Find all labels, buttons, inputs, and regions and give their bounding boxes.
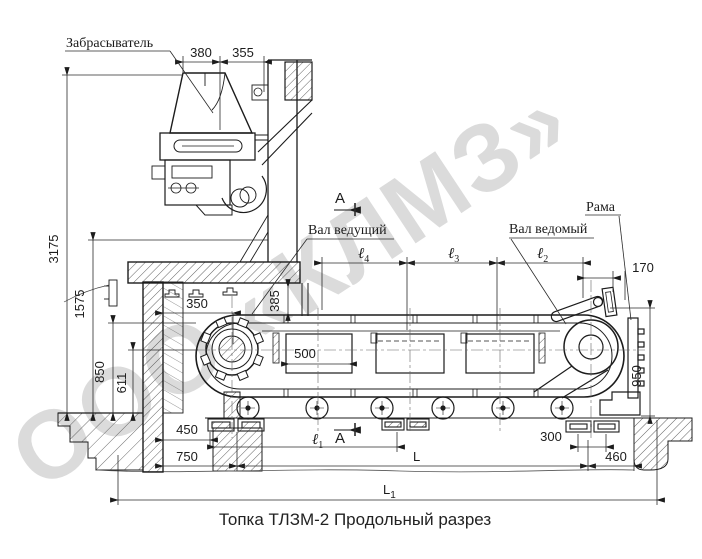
dim-3175: 3175 xyxy=(46,235,61,264)
annotation-texts: Забрасыватель Вал ведущий Вал ведомый Ра… xyxy=(46,36,654,529)
tension-lever xyxy=(550,286,618,323)
dim-500: 500 xyxy=(294,346,316,361)
dim-355: 355 xyxy=(232,45,254,60)
rear-base-foot xyxy=(599,391,641,416)
dim-l3: ℓ3 xyxy=(448,246,459,265)
dim-750: 750 xyxy=(176,449,198,464)
dimension-lines xyxy=(62,50,665,505)
sprocket-teeth xyxy=(199,316,265,382)
motor-circle xyxy=(230,188,250,208)
section-mark-bottom: А xyxy=(335,430,345,447)
dim-450: 450 xyxy=(176,422,198,437)
rear-end-plate xyxy=(599,317,645,416)
centerlines xyxy=(198,280,645,438)
dim-l1: ℓ1 xyxy=(312,432,323,451)
dim-1575: 1575 xyxy=(72,290,87,319)
dim-385: 385 xyxy=(267,290,282,312)
dim-460: 460 xyxy=(605,449,627,464)
foundation-pier xyxy=(212,427,263,472)
dim-170: 170 xyxy=(632,260,654,275)
dim-380: 380 xyxy=(190,45,212,60)
dim-L1: L1 xyxy=(383,482,396,501)
dim-350: 350 xyxy=(186,296,208,311)
dim-850: 850 xyxy=(92,361,107,383)
dim-l4: ℓ4 xyxy=(358,246,369,265)
chain-grate-conveyor xyxy=(195,286,645,433)
takeup-arm xyxy=(533,365,609,399)
mounting-pads xyxy=(207,418,620,433)
label-frame: Рама xyxy=(586,200,616,215)
front-wall-column xyxy=(239,59,313,316)
label-driven-shaft: Вал ведомый xyxy=(509,222,588,237)
chain-loop-inner xyxy=(205,322,613,390)
dim-l2: ℓ2 xyxy=(537,246,548,265)
dim-300: 300 xyxy=(540,429,562,444)
ground-line xyxy=(95,469,635,473)
drawing-caption: Топка ТЛЗМ-2 Продольный разрез xyxy=(219,510,492,529)
label-drive-shaft: Вал ведущий xyxy=(308,223,387,238)
roof-slab xyxy=(127,261,301,284)
furnace-masonry xyxy=(63,261,301,473)
section-mark-top: А xyxy=(335,190,345,207)
dim-L: L xyxy=(413,449,420,464)
front-chute xyxy=(257,99,313,166)
dim-950: 950 xyxy=(629,365,644,387)
fan-housing xyxy=(221,175,267,214)
gusset xyxy=(239,214,269,263)
spreader-assembly xyxy=(151,72,268,216)
left-wall-lining xyxy=(162,281,184,414)
dim-611: 611 xyxy=(114,373,129,394)
brick-cap xyxy=(284,61,313,101)
left-brick-wall xyxy=(142,281,164,473)
chain-loop-outer xyxy=(195,314,625,398)
label-spreader: Забрасыватель xyxy=(66,36,153,51)
arch-brackets xyxy=(164,287,238,298)
